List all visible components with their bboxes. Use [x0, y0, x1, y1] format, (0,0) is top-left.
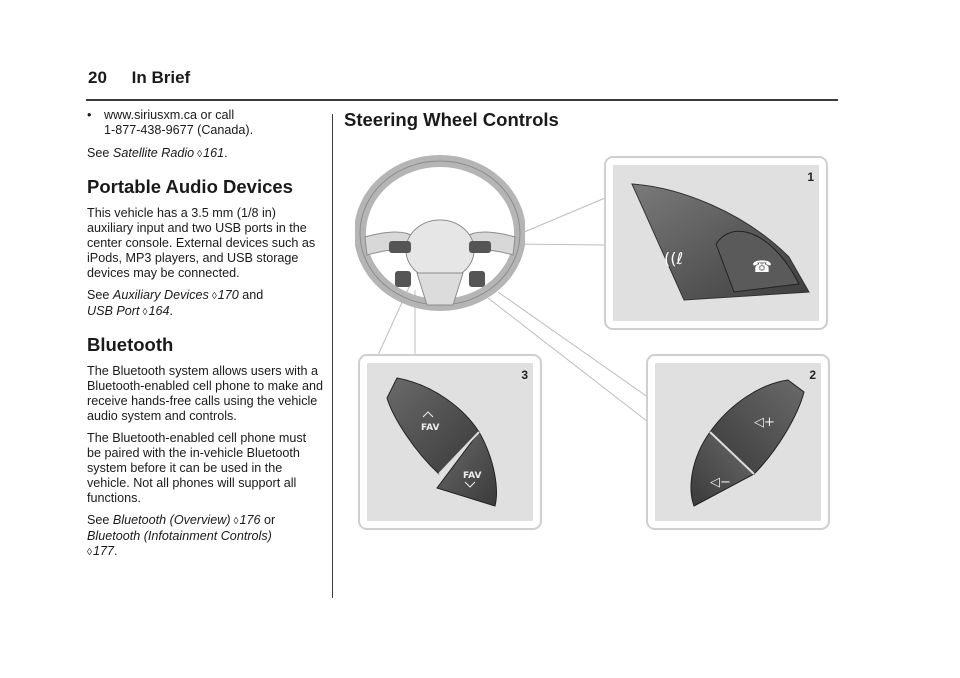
bluetooth-heading: Bluetooth	[87, 334, 174, 355]
left-column: • www.siriusxm.ca or call 1-877-438-9677…	[87, 108, 323, 567]
fav-down-label: FAV	[463, 471, 481, 481]
page-ref-icon: ◊	[233, 516, 239, 527]
steering-wheel-icon	[355, 155, 525, 311]
bt-info-page[interactable]: 177	[92, 544, 114, 558]
bluetooth-body-2: The Bluetooth-enabled cell phone must be…	[87, 431, 307, 505]
bullet-icon: •	[87, 108, 92, 122]
voice-phone-buttons-icon: ((ℓ ☎	[631, 183, 810, 301]
column-divider	[332, 114, 333, 598]
bullet-item: • www.siriusxm.ca or call 1-877-438-9677…	[87, 108, 323, 138]
callout-number-2: 2	[809, 368, 816, 382]
see-satellite: See Satellite Radio◊161.	[87, 146, 228, 160]
page-ref-icon: ◊	[211, 291, 217, 302]
favorite-buttons-icon: FAV FAV	[386, 377, 497, 507]
bluetooth-body-1: The Bluetooth system allows users with a…	[87, 364, 323, 423]
see-aux-usb: See Auxiliary Devices◊170 and USB Port◊1…	[87, 288, 264, 318]
svg-text:☎: ☎	[752, 257, 772, 276]
callout-number-1: 1	[807, 170, 814, 184]
auxiliary-devices-link[interactable]: Auxiliary Devices	[112, 288, 209, 302]
aux-page[interactable]: 170	[217, 288, 239, 302]
or-label: or	[263, 513, 276, 527]
fav-up-label: FAV	[421, 423, 439, 433]
svg-text:◁−: ◁−	[710, 475, 731, 490]
steering-wheel-figure: ((ℓ ☎ 1 FAV FAV 3	[340, 150, 840, 540]
page-ref-icon: ◊	[142, 307, 148, 318]
callout-number-3: 3	[521, 368, 528, 382]
callout-panel-1: ((ℓ ☎ 1	[604, 156, 828, 330]
page-ref-icon: ◊	[87, 547, 92, 558]
bluetooth-infotainment-link[interactable]: Bluetooth (Infotainment Controls)	[87, 529, 272, 543]
portable-audio-heading: Portable Audio Devices	[87, 176, 293, 197]
page-header: 20 In Brief	[88, 68, 190, 88]
bluetooth-overview-link[interactable]: Bluetooth (Overview)	[112, 513, 231, 527]
steering-wheel-heading: Steering Wheel Controls	[344, 109, 559, 130]
usb-page[interactable]: 164	[148, 304, 170, 318]
portable-audio-body: This vehicle has a 3.5 mm (1/8 in) auxil…	[87, 206, 316, 280]
see-label: See	[87, 146, 110, 160]
page-number: 20	[88, 68, 107, 87]
section-title: In Brief	[131, 68, 191, 87]
volume-buttons-icon: ◁+ ◁−	[690, 379, 805, 507]
header-rule	[86, 99, 838, 101]
satellite-page[interactable]: 161	[203, 146, 225, 160]
usb-port-link[interactable]: USB Port	[87, 304, 140, 318]
see-bluetooth: See Bluetooth (Overview)◊176 or Bluetoot…	[87, 513, 276, 558]
svg-text:◁+: ◁+	[754, 415, 775, 430]
satellite-radio-link[interactable]: Satellite Radio	[112, 146, 195, 160]
siriusxm-contact: www.siriusxm.ca or call 1-877-438-9677 (…	[104, 108, 254, 137]
page-ref-icon: ◊	[197, 149, 203, 160]
callout-panel-2: ◁+ ◁− 2	[646, 354, 830, 530]
see-label: See	[87, 513, 110, 527]
see-label: See	[87, 288, 110, 302]
svg-text:((ℓ: ((ℓ	[664, 249, 683, 268]
bt-overview-page[interactable]: 176	[239, 513, 261, 527]
callout-panel-3: FAV FAV 3	[358, 354, 542, 530]
and-label: and	[242, 288, 264, 302]
